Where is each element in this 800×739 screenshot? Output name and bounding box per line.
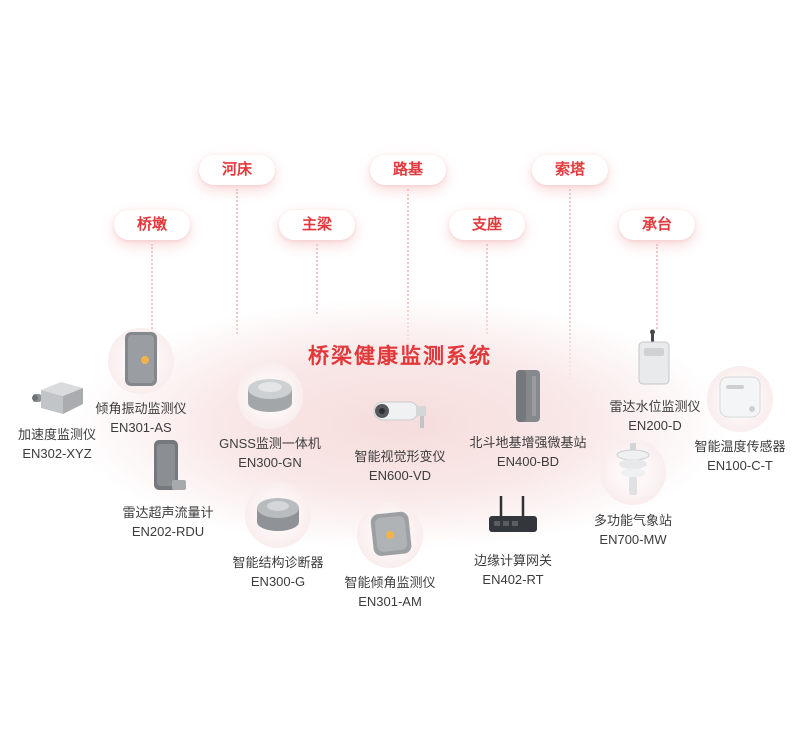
accelerometer-icon — [27, 368, 87, 423]
connector-line — [316, 244, 318, 314]
device-name: GNSS监测一体机 — [219, 436, 321, 451]
device-name: 智能结构诊断器 — [232, 555, 324, 570]
connector-line — [656, 244, 658, 329]
device-radar-level-meter: 雷达水位监测仪 EN200-D — [590, 328, 720, 435]
device-name: 多功能气象站 — [593, 513, 672, 528]
icon-circle-bg — [357, 502, 423, 568]
device-name: 加速度监测仪 — [17, 427, 96, 442]
structure-diagnoser-icon — [250, 490, 306, 541]
zone-pill-roadbed: 路基 — [370, 155, 446, 185]
device-model: EN301-AS — [110, 420, 172, 435]
device-model: EN300-GN — [238, 455, 302, 470]
device-model: EN301-AM — [358, 594, 422, 609]
device-gnss-receiver: GNSS监测一体机 EN300-GN — [205, 361, 335, 472]
device-name: 雷达超声流量计 — [122, 505, 214, 520]
device-edge-gateway: 边缘计算网关 EN402-RT — [448, 490, 578, 589]
weather-station-icon — [609, 439, 657, 506]
device-vision-camera: 智能视觉形变仪 EN600-VD — [335, 388, 465, 485]
zone-pill-pier: 桥墩 — [114, 210, 190, 240]
edge-gateway-icon — [483, 492, 543, 547]
tilt-sensor-icon — [364, 507, 416, 564]
tilt-vibration-sensor-icon — [121, 330, 161, 393]
temperature-sensor-icon — [712, 369, 768, 430]
device-model: EN300-G — [250, 574, 306, 589]
icon-circle-bg — [245, 482, 311, 548]
device-model: EN402-RT — [482, 572, 544, 587]
device-name: 边缘计算网关 — [473, 553, 552, 568]
device-beidou-station: 北斗地基增强微基站 EN400-BD — [463, 366, 593, 471]
icon-circle-bg — [108, 328, 174, 394]
icon-circle-bg — [237, 363, 303, 429]
gnss-receiver-icon — [242, 371, 298, 422]
zone-pill-riverbed: 河床 — [199, 155, 275, 185]
icon-circle-bg — [600, 439, 666, 505]
device-radar-flow-meter: 雷达超声流量计 EN202-RDU — [103, 436, 233, 541]
device-name: 智能温度传感器 — [694, 439, 786, 454]
device-model: EN202-RDU — [131, 524, 205, 539]
connector-line — [151, 244, 153, 329]
device-model: EN200-D — [628, 418, 682, 433]
connector-line — [407, 189, 409, 384]
device-model: EN600-VD — [368, 468, 432, 483]
connector-line — [236, 189, 238, 334]
device-name: 智能视觉形变仪 — [354, 449, 446, 464]
device-tilt-sensor: 智能倾角监测仪 EN301-AM — [325, 500, 455, 611]
zone-pill-main-girder: 主梁 — [279, 210, 355, 240]
connector-line — [486, 244, 488, 334]
diagram-title: 桥梁健康监测系统 — [308, 345, 492, 368]
zone-pill-bearing: 支座 — [449, 210, 525, 240]
device-temperature-sensor: 智能温度传感器 EN100-C-T — [675, 364, 800, 475]
device-model: EN100-C-T — [707, 458, 773, 473]
device-model: EN400-BD — [496, 454, 560, 469]
beidou-station-icon — [508, 366, 548, 431]
radar-flow-meter-icon — [146, 436, 190, 501]
device-tilt-vibration-sensor: 倾角振动监测仪 EN301-AS — [76, 326, 206, 437]
vision-camera-icon — [368, 392, 432, 441]
zone-pill-cap: 承台 — [619, 210, 695, 240]
device-name: 倾角振动监测仪 — [95, 401, 187, 416]
device-name: 雷达水位监测仪 — [609, 399, 701, 414]
device-accelerometer: 加速度监测仪 EN302-XYZ — [0, 368, 122, 463]
zone-pill-cable-tower: 索塔 — [532, 155, 608, 185]
device-model: EN302-XYZ — [22, 446, 92, 461]
device-name: 智能倾角监测仪 — [344, 575, 436, 590]
radar-level-meter-icon — [631, 328, 679, 395]
device-name: 北斗地基增强微基站 — [469, 435, 587, 450]
device-structure-diagnoser: 智能结构诊断器 EN300-G — [213, 480, 343, 591]
device-model: EN700-MW — [599, 532, 667, 547]
icon-circle-bg — [707, 366, 773, 432]
device-weather-station: 多功能气象站 EN700-MW — [568, 436, 698, 549]
connector-line — [569, 189, 571, 379]
